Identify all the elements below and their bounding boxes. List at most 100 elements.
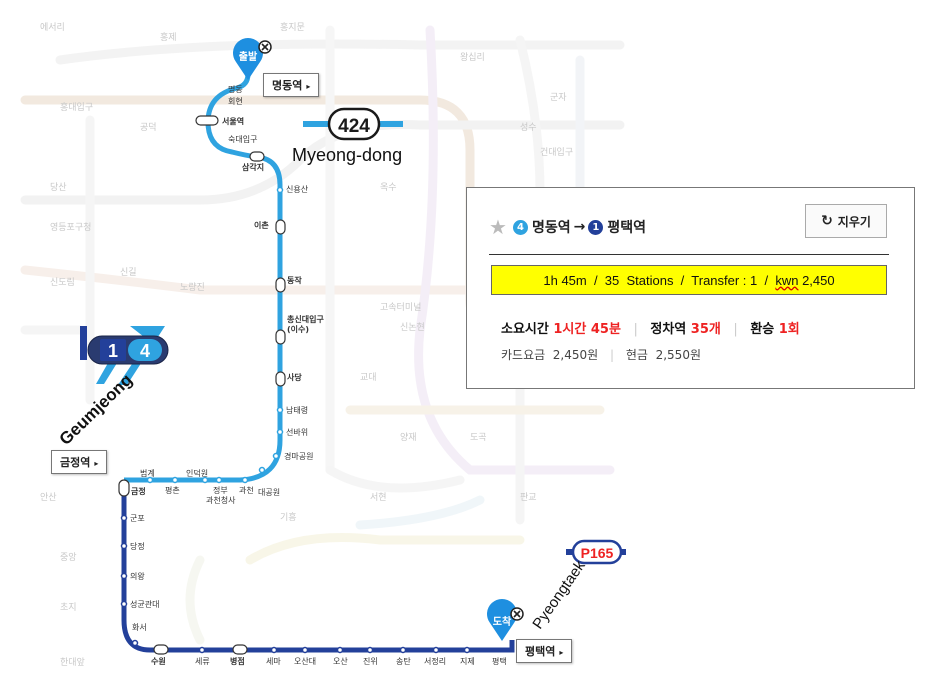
stops-value: 35개 <box>690 322 721 337</box>
svg-text:성수: 성수 <box>520 122 537 133</box>
station-label: 세류 <box>195 657 210 666</box>
station-label: 지제 <box>460 657 475 666</box>
origin-callout-label: 명동역 <box>272 79 303 92</box>
svg-text:홍제: 홍제 <box>160 31 177 43</box>
svg-text:출발: 출발 <box>239 50 258 63</box>
svg-text:서현: 서현 <box>370 492 387 503</box>
transfer-label: 환승 <box>750 322 775 337</box>
station-label: 동작 <box>287 275 302 285</box>
clear-button[interactable]: ↻ 지우기 <box>805 204 887 238</box>
svg-text:공덕: 공덕 <box>140 122 157 133</box>
svg-text:군자: 군자 <box>550 92 567 103</box>
station-label: 경마공원 <box>284 451 313 461</box>
station-label: 신용산 <box>286 184 309 194</box>
station-label: 과천 <box>239 485 254 495</box>
summary-fare: 2,450 <box>798 272 835 288</box>
station-label: 송탄 <box>396 656 411 666</box>
station-label: 화서 <box>132 623 147 632</box>
time-value: 1시간 45분 <box>553 322 621 337</box>
station-label: 오산 <box>333 656 348 666</box>
transfer-station-badge: 1 4 Geumjeong <box>56 326 169 449</box>
svg-text:정부: 정부 <box>213 485 228 495</box>
route-destination: 평택역 <box>607 220 646 236</box>
svg-text:교대: 교대 <box>360 372 377 383</box>
svg-text:한대앞: 한대앞 <box>60 656 85 668</box>
route-header: ★ 4 명동역 → 1 평택역 <box>489 215 646 239</box>
svg-text:안산: 안산 <box>40 492 57 503</box>
svg-text:신길: 신길 <box>120 267 137 278</box>
svg-text:(이수): (이수) <box>287 324 309 334</box>
svg-text:고속터미널: 고속터미널 <box>380 302 421 313</box>
svg-text:신도림: 신도림 <box>50 276 75 288</box>
station-label: 진위 <box>363 656 378 666</box>
station-label: 사당 <box>287 372 302 382</box>
destination-callout-label: 평택역 <box>525 645 556 658</box>
destination-callout[interactable]: 평택역▸ <box>516 639 573 663</box>
transfer-value: 1회 <box>778 322 800 337</box>
transfer-callout[interactable]: 금정역▸ <box>51 450 108 474</box>
origin-pin[interactable]: 출발 <box>233 37 264 80</box>
station-label: 병점 <box>230 656 245 666</box>
refresh-icon: ↻ <box>821 213 833 229</box>
line-4-route <box>124 73 283 483</box>
svg-text:Myeong-dong: Myeong-dong <box>292 145 402 165</box>
station-label: 의왕 <box>130 571 145 581</box>
origin-station-badge: 424 Myeong-dong <box>292 107 403 165</box>
svg-text:홍대입구: 홍대입구 <box>60 101 93 113</box>
destination-pin[interactable]: 도착 <box>487 599 517 641</box>
svg-text:P165: P165 <box>581 545 614 561</box>
cash-fare: 현금 2,550원 <box>625 348 701 362</box>
destination-station-badge: P165 Pyeongtaek <box>529 539 626 632</box>
svg-text:Pyeongtaek: Pyeongtaek <box>529 557 589 632</box>
svg-text:과천청사: 과천청사 <box>206 495 236 505</box>
transfer-callout-label: 금정역 <box>60 456 91 469</box>
stops-label: 정차역 <box>650 322 687 337</box>
line-4-icon: 4 <box>512 219 528 235</box>
caret-right-icon: ▸ <box>306 82 311 91</box>
svg-text:424: 424 <box>338 116 370 137</box>
station-label: 수원 <box>151 656 166 666</box>
caret-right-icon: ▸ <box>559 648 564 657</box>
svg-text:에서리: 에서리 <box>40 22 65 33</box>
clear-button-label: 지우기 <box>837 214 871 229</box>
station-label: 숙대입구 <box>228 135 257 144</box>
route-arrow: → <box>573 219 586 235</box>
route-summary-box: 1h 45m / 35 Stations / Transfer : 1 / kw… <box>491 265 887 295</box>
station-label: 명동 <box>228 84 243 94</box>
station-label: 평촌 <box>165 485 180 495</box>
summary-text: 1h 45m / 35 Stations / Transfer : 1 / <box>543 272 776 288</box>
station-label: 삼각지 <box>242 162 264 172</box>
svg-text:1: 1 <box>108 341 118 361</box>
star-icon[interactable]: ★ <box>489 215 507 239</box>
station-label: 대공원 <box>258 488 280 497</box>
svg-text:건대입구: 건대입구 <box>540 146 573 158</box>
svg-text:양재: 양재 <box>400 432 417 443</box>
time-label: 소요시간 <box>501 322 549 337</box>
line-1-stations <box>120 514 471 654</box>
svg-text:판교: 판교 <box>520 492 537 503</box>
svg-text:왕십리: 왕십리 <box>460 52 485 63</box>
station-label: 이촌 <box>254 220 269 230</box>
station-label: 당정 <box>130 541 145 551</box>
svg-text:도곡: 도곡 <box>470 432 487 443</box>
svg-text:초지: 초지 <box>60 602 77 613</box>
svg-text:신논현: 신논현 <box>400 322 425 333</box>
svg-text:총신대입구: 총신대입구 <box>287 314 324 324</box>
svg-text:홍지문: 홍지문 <box>280 21 305 33</box>
line-1-station-labels: 군포 당정 의왕 성균관대 화서 수원 세류 병점 세마 오산대 오산 진위 송… <box>130 514 507 666</box>
svg-text:기흥: 기흥 <box>280 511 297 523</box>
station-label: 금정 <box>131 486 146 496</box>
fare-info: 카드요금 2,450원 | 현금 2,550원 <box>501 348 701 362</box>
svg-text:노량진: 노량진 <box>180 281 205 293</box>
divider <box>489 254 889 255</box>
origin-callout[interactable]: 명동역▸ <box>263 73 320 97</box>
station-label: 범계 <box>140 468 155 478</box>
svg-text:도착: 도착 <box>493 615 512 628</box>
station-label: 오산대 <box>294 656 316 666</box>
route-info-panel: ★ 4 명동역 → 1 평택역 ↻ 지우기 1h 45m / 35 Statio… <box>466 187 915 389</box>
close-origin-icon[interactable] <box>258 40 272 54</box>
route-details: 소요시간 1시간 45분 | 정차역 35개 | 환승 1회 <box>501 322 800 337</box>
close-destination-icon[interactable] <box>510 607 524 621</box>
svg-text:중앙: 중앙 <box>60 551 77 563</box>
